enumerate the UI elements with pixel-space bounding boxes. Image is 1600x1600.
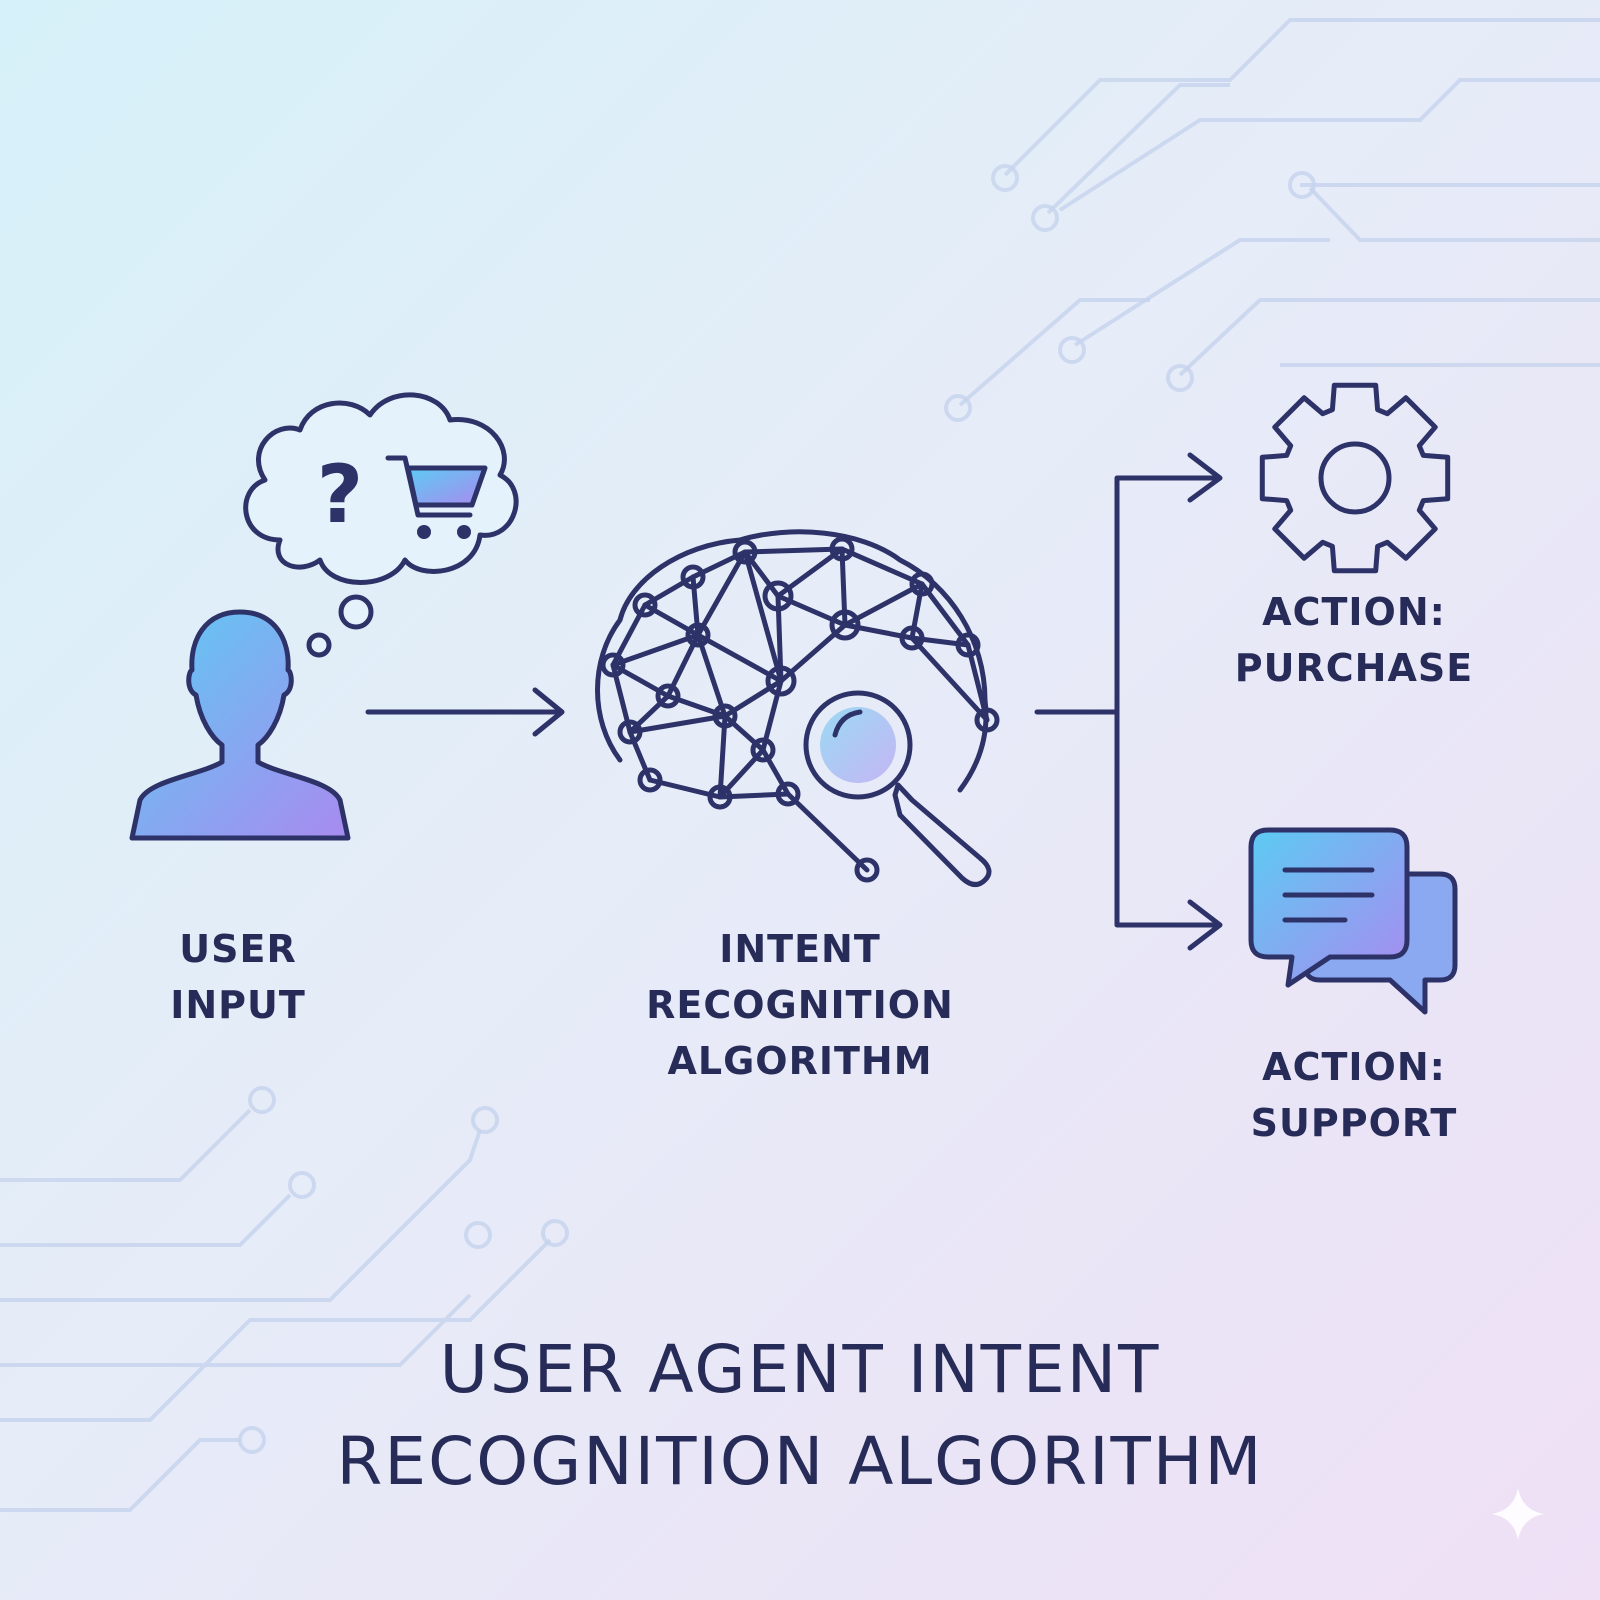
shopping-cart-icon [385, 455, 488, 539]
network-node [829, 609, 861, 641]
network-node [712, 703, 738, 729]
network-node [655, 683, 681, 709]
algorithm-label-line2: RECOGNITION [646, 983, 954, 1027]
network-edge [919, 581, 971, 648]
algorithm-label-line3: ALGORITHM [667, 1039, 932, 1083]
network-edge [695, 549, 748, 638]
title-line2: RECOGNITION ALGORITHM [337, 1423, 1264, 1500]
network-node [974, 707, 1000, 733]
network-node [765, 665, 797, 697]
gear-icon [1259, 382, 1451, 574]
network-node [899, 625, 925, 651]
network-edge [610, 632, 701, 668]
branch-arrows [1034, 452, 1223, 951]
arrow-user-to-algorithm [365, 687, 565, 737]
network-node [632, 592, 658, 618]
circuit-traces-top-right [944, 18, 1600, 422]
network-node [909, 571, 935, 597]
chat-bubbles-icon [1248, 827, 1458, 1015]
network-node [775, 781, 801, 807]
purchase-label-line2: PURCHASE [1235, 646, 1473, 690]
brain-network-magnifier-icon [595, 529, 1000, 887]
network-edge [695, 632, 728, 719]
network-node [707, 784, 733, 810]
sparkle-icon [1492, 1488, 1544, 1540]
support-label-line1: ACTION: [1262, 1045, 1446, 1089]
network-edge [627, 713, 728, 735]
network-node [955, 632, 981, 658]
network-edge [695, 632, 784, 684]
network-node [829, 536, 855, 562]
algorithm-label-line1: INTENT [719, 927, 881, 971]
network-node [762, 580, 794, 612]
network-edge [909, 635, 990, 723]
title-line1: USER AGENT INTENT [440, 1331, 1161, 1408]
user-icon [129, 609, 351, 841]
network-edge [839, 546, 925, 587]
network-node [854, 857, 880, 883]
network-edge [742, 549, 784, 684]
network-node [637, 767, 663, 793]
support-label-line2: SUPPORT [1251, 1101, 1458, 1145]
circuit-traces-bottom-left [0, 1086, 569, 1512]
network-edge [742, 546, 845, 555]
purchase-label-line1: ACTION: [1262, 590, 1446, 634]
user-input-label-line2: INPUT [170, 983, 306, 1027]
user-input-label-line1: USER [179, 927, 296, 971]
network-node [680, 564, 706, 590]
network-node [617, 719, 643, 745]
network-node [732, 539, 758, 565]
network-edge [785, 791, 870, 873]
network-node [750, 737, 776, 763]
network-node [600, 652, 626, 678]
network-node [685, 622, 711, 648]
thought-bubble: ? [243, 392, 519, 658]
network-edge [717, 713, 728, 800]
question-mark-icon: ? [317, 448, 363, 541]
